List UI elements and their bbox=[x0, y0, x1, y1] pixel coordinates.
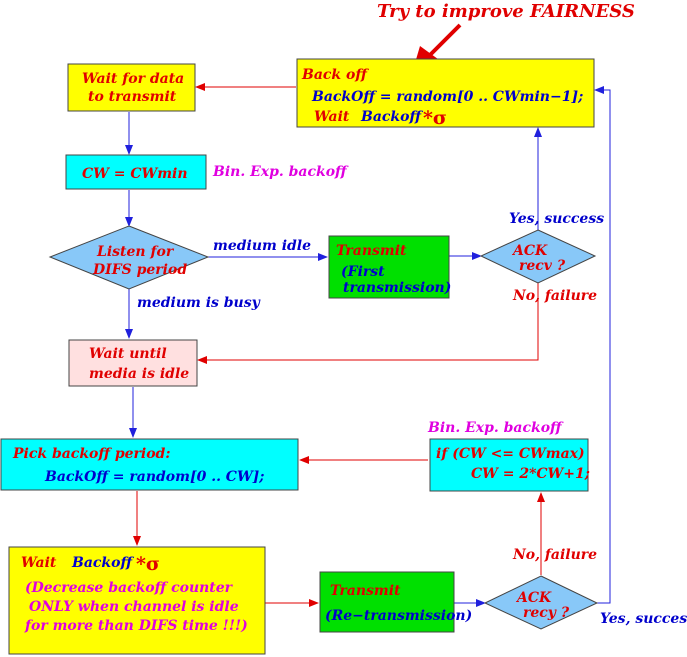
wait-for-data-line2: to transmit bbox=[88, 89, 177, 105]
cw-update-line2: CW = 2*CW+1; bbox=[471, 466, 590, 482]
wait-backoff-backoff: Backoff bbox=[71, 555, 134, 571]
ack2-line2: recy ? bbox=[523, 605, 570, 621]
cw-update-line1: if (CW <= CWmax) bbox=[436, 446, 585, 462]
backoff-initial-wait: Wait bbox=[314, 109, 350, 125]
bin-exp-backoff-label-2: Bin. Exp. backoff bbox=[427, 420, 564, 436]
no-failure-label-1: No, failure bbox=[512, 288, 597, 304]
pick-backoff-title: Pick backoff period: bbox=[12, 446, 171, 462]
ack1-line1: ACK bbox=[511, 243, 548, 259]
wait-backoff-line4: for more than DIFS time !!!) bbox=[24, 618, 248, 634]
wait-idle-line1: Wait until bbox=[89, 346, 167, 362]
transmit-first-line3: transmission) bbox=[343, 280, 451, 296]
backoff-initial-title: Back off bbox=[301, 67, 369, 83]
listen-line1: Listen for bbox=[96, 244, 175, 260]
wait-backoff-line2: (Decrease backoff counter bbox=[25, 580, 234, 596]
bin-exp-backoff-label-1: Bin. Exp. backoff bbox=[212, 164, 349, 180]
transmit-retry-title: Transmit bbox=[330, 583, 401, 599]
cw-init-label: CW = CWmin bbox=[82, 166, 188, 182]
cw-update-box: if (CW <= CWmax) CW = 2*CW+1; bbox=[429, 438, 590, 492]
backoff-initial-box: Back off BackOff = random[0 .. CWmin−1];… bbox=[296, 58, 595, 129]
ack2-line1: ACK bbox=[515, 590, 552, 606]
listen-line2: DIFS period bbox=[92, 262, 187, 278]
transmit-retry-line2: (Re−transmission) bbox=[325, 608, 472, 624]
wait-idle-line2: media is idle bbox=[89, 366, 189, 382]
backoff-initial-formula: BackOff = random[0 .. CWmin−1]; bbox=[311, 89, 583, 105]
wait-backoff-line3: ONLY when channel is idle bbox=[29, 599, 239, 615]
wait-backoff-box: Wait Backoff *σ (Decrease backoff counte… bbox=[8, 546, 266, 655]
medium-busy-label: medium is busy bbox=[137, 295, 261, 311]
pick-backoff-box: Pick backoff period: BackOff = random[0 … bbox=[0, 438, 299, 491]
no-failure-label-2: No, failure bbox=[512, 547, 597, 563]
ack1-line2: recv ? bbox=[519, 258, 566, 274]
cw-init-box: CW = CWmin bbox=[65, 154, 207, 190]
sigma-symbol: *σ bbox=[423, 107, 447, 129]
ack-check-diamond-1: ACK recv ? bbox=[479, 229, 597, 284]
listen-difs-diamond: Listen for DIFS period bbox=[48, 225, 210, 290]
transmit-first-box: Transmit (First transmission) bbox=[328, 235, 451, 299]
wait-for-data-box: Wait for data to transmit bbox=[67, 63, 196, 112]
sigma-symbol-2: *σ bbox=[136, 553, 160, 575]
transmit-retry-box: Transmit (Re−transmission) bbox=[319, 571, 472, 633]
transmit-first-title: Transmit bbox=[336, 243, 407, 259]
diagram-title: Try to improve FAIRNESS bbox=[377, 1, 635, 22]
wait-backoff-wait: Wait bbox=[21, 555, 57, 571]
wait-until-idle-box: Wait until media is idle bbox=[68, 339, 198, 387]
transmit-first-line2: (First bbox=[341, 264, 385, 280]
wait-for-data-line1: Wait for data bbox=[82, 71, 184, 87]
edges bbox=[125, 83, 611, 607]
medium-idle-label: medium idle bbox=[213, 238, 311, 254]
backoff-initial-backoff: Backoff bbox=[360, 109, 423, 125]
yes-success-label-1: Yes, success bbox=[509, 211, 604, 227]
yes-success-label-2: Yes, success bbox=[600, 611, 687, 627]
pick-backoff-formula: BackOff = random[0 .. CW]; bbox=[44, 469, 264, 485]
ack-check-diamond-2: ACK recy ? bbox=[483, 575, 599, 630]
